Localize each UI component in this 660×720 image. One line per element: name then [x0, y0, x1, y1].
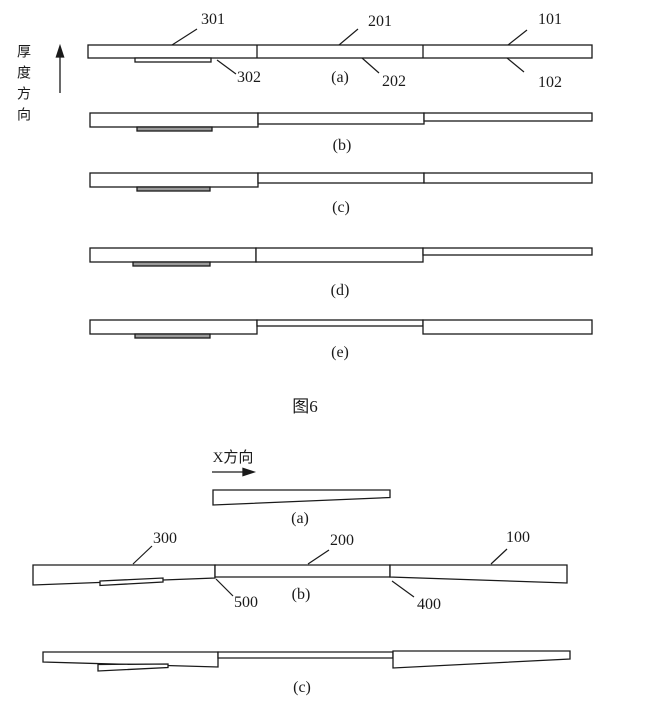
x-direction-arrow-icon: [212, 467, 257, 477]
callout-301: 301: [201, 11, 225, 28]
fig6-row-c-bars: [89, 172, 593, 192]
thickness-direction-arrow-icon: [55, 43, 65, 93]
lower-row-b-label: (b): [291, 586, 311, 603]
lower-row-b-bars: [32, 564, 568, 587]
x-axis-label: X方向: [212, 450, 254, 466]
fig6-row-e-bars: [89, 319, 593, 339]
callout-300: 300: [153, 530, 177, 547]
callout-102: 102: [538, 74, 562, 91]
lower-row-a-wedge: [212, 489, 391, 506]
fig6-row-e-label: (e): [331, 344, 349, 361]
lower-row-a-label: (a): [291, 510, 309, 527]
callout-201: 201: [368, 13, 392, 30]
lower-callout-leaders: [132, 545, 508, 598]
fig6-row-b-label: (b): [332, 137, 352, 154]
fig6-caption: 图6: [292, 397, 318, 416]
fig6-row-a-bars: [87, 44, 593, 63]
fig6-callout-leaders: [171, 28, 528, 75]
callout-302: 302: [237, 69, 261, 86]
callout-100: 100: [506, 529, 530, 546]
lower-row-c-bars: [42, 650, 571, 672]
callout-500: 500: [234, 594, 258, 611]
fig6-row-d-bars: [89, 247, 593, 267]
fig6-row-d-label: (d): [330, 282, 350, 299]
callout-202: 202: [382, 73, 406, 90]
callout-400: 400: [417, 596, 441, 613]
fig6-row-a-label: (a): [331, 69, 349, 86]
fig6-row-b-bars: [89, 112, 593, 132]
thickness-axis-label: 厚度方向: [15, 44, 30, 128]
callout-200: 200: [330, 532, 354, 549]
fig6-row-c-label: (c): [332, 199, 350, 216]
lower-row-c-label: (c): [293, 679, 311, 696]
callout-101: 101: [538, 11, 562, 28]
